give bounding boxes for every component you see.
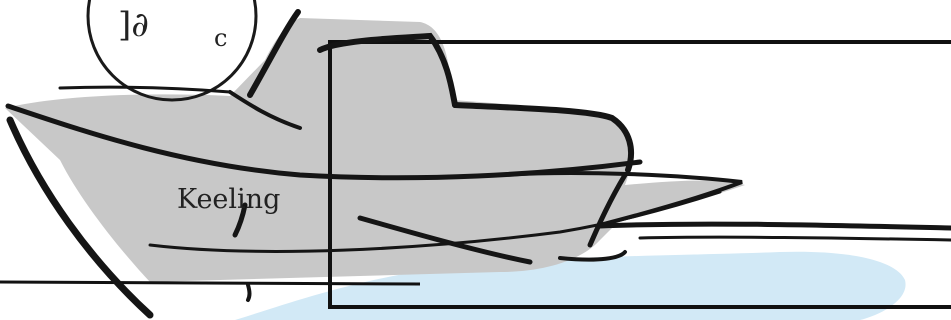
- panel-number: ]∂: [118, 5, 149, 45]
- vessel-label: Keeling: [177, 184, 280, 215]
- hull-fill: [5, 18, 745, 282]
- panel-circle: [88, 0, 256, 100]
- panel-suffix: c: [214, 24, 227, 52]
- horizon-line: [0, 282, 420, 284]
